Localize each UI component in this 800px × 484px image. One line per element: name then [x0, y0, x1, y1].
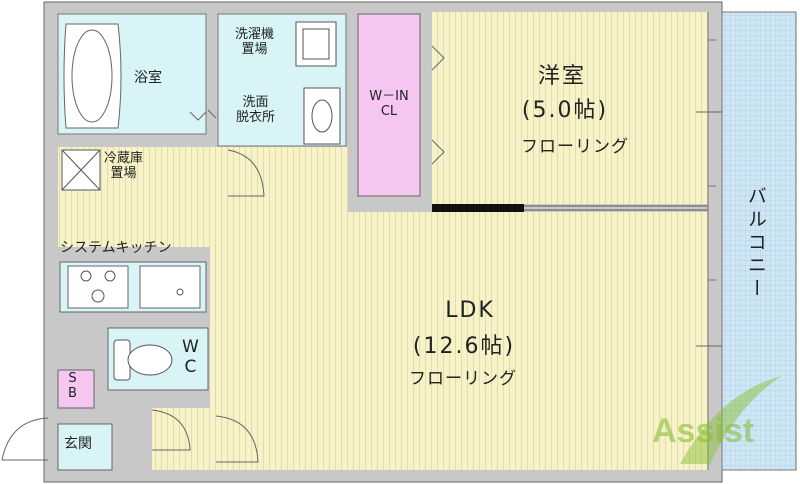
- western-room-size: (5.0帖): [521, 98, 609, 123]
- ldk-flooring: フローリング: [409, 369, 517, 389]
- assist-logo: Assist: [650, 372, 790, 472]
- balcony-label: バルコニー: [744, 186, 767, 301]
- shoe-box-label: S B: [68, 371, 77, 401]
- bath-label: 浴室: [134, 70, 162, 86]
- washer-space-label: 洗濯機 置場: [235, 27, 275, 57]
- walk-in-closet-label: W－IN CL: [369, 89, 409, 119]
- western-room-flooring: フローリング: [521, 137, 629, 157]
- entrance: [57, 423, 113, 471]
- western-room-label: 洋室: [537, 64, 586, 89]
- ldk-size: (12.6帖): [412, 334, 516, 359]
- western-room-floor: [432, 12, 708, 204]
- ldk-label: LDK: [445, 298, 495, 323]
- hall-floor: [152, 408, 212, 470]
- svg-text:Assist: Assist: [652, 412, 754, 450]
- ldk-floor-upper: [58, 147, 348, 247]
- shoe-box: [57, 369, 95, 409]
- bathtub: [63, 23, 122, 129]
- dressing-room-label: 洗面 脱衣所: [236, 95, 276, 125]
- ldk-floor-right: [348, 212, 708, 470]
- entrance-label: 玄関: [64, 436, 92, 452]
- kitchen-label: システムキッチン: [60, 240, 172, 256]
- walk-in-closet: [357, 13, 421, 197]
- fridge-space-label: 冷蔵庫 置場: [104, 151, 144, 181]
- sink: [303, 87, 341, 145]
- wc-label: W C: [182, 337, 200, 377]
- ldk-floor-mid: [210, 245, 350, 470]
